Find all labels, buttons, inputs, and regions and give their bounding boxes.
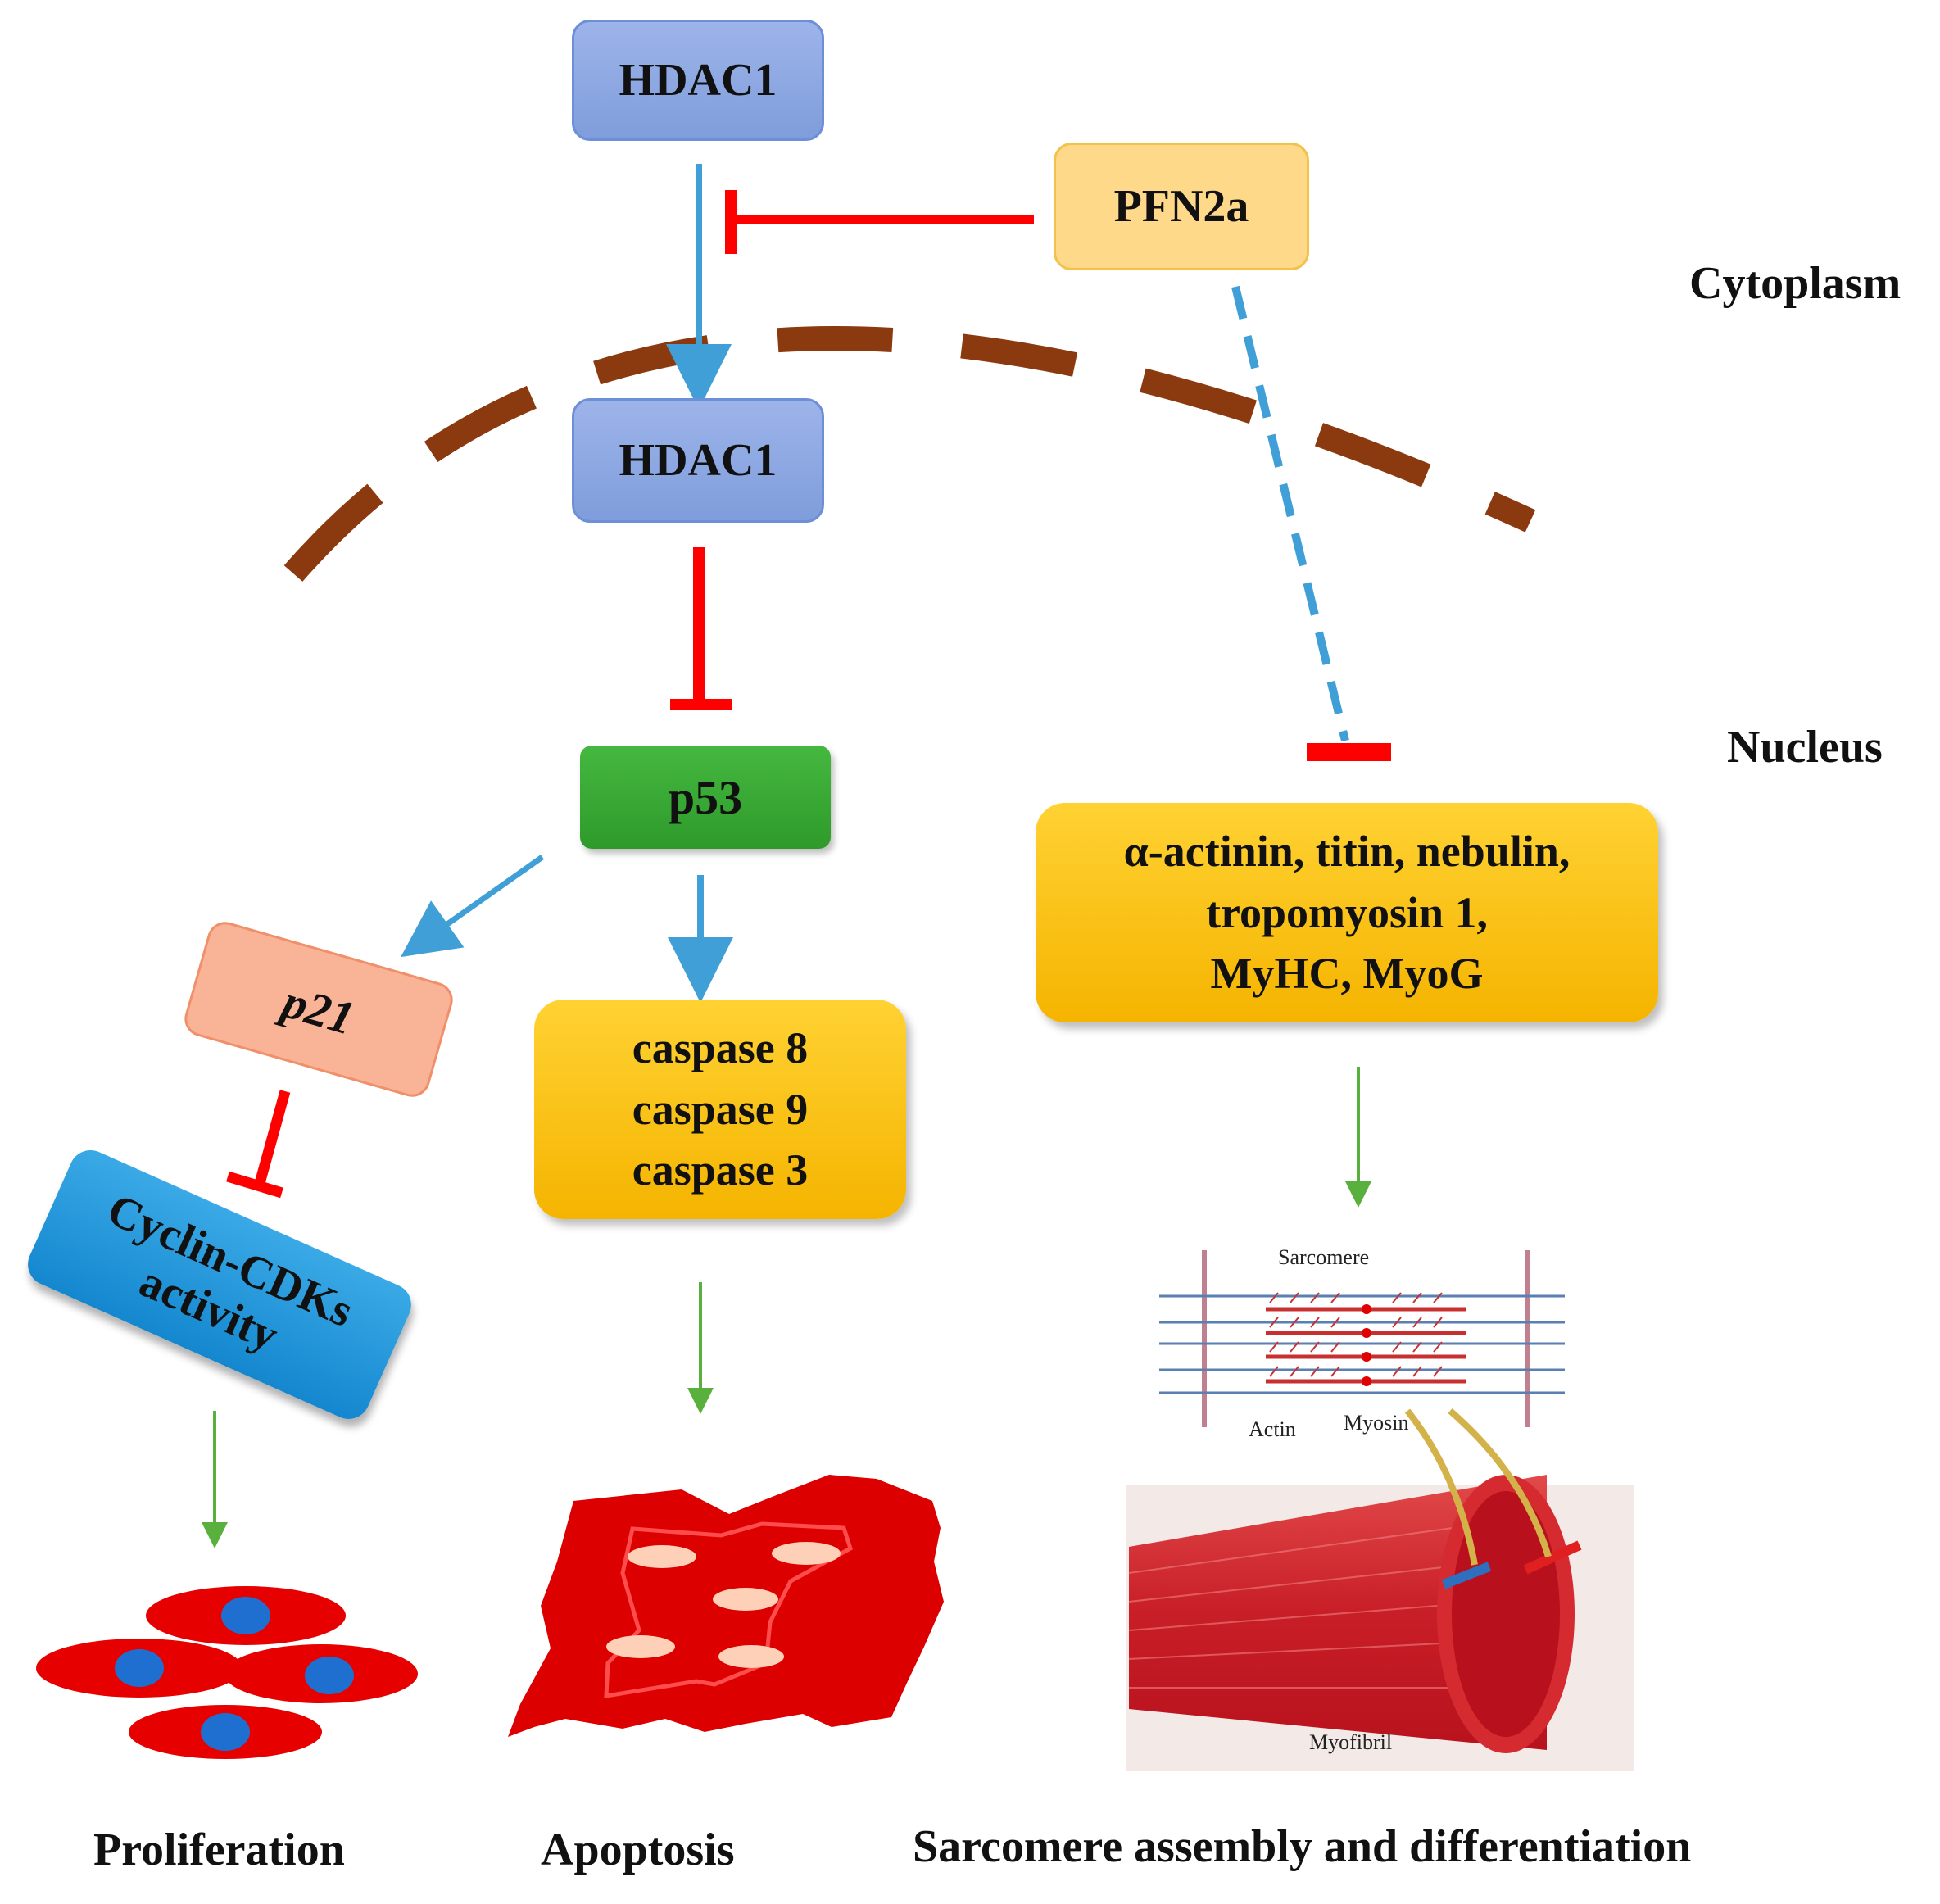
nuclear-membrane xyxy=(283,326,1536,582)
apoptosis-label: Apoptosis xyxy=(541,1825,735,1875)
pfn2a-label: PFN2a xyxy=(1113,181,1249,232)
myosin-caption: Myosin xyxy=(1344,1411,1409,1435)
sarcomere-assembly-label: Sarcomere assembly and differentiation xyxy=(913,1821,1692,1872)
p53-label: p53 xyxy=(668,770,743,824)
pfn2a-node: PFN2a xyxy=(1054,143,1309,270)
arrow-p53-p21 xyxy=(401,855,545,958)
sarcomere-schematic xyxy=(1159,1250,1565,1427)
caspases-node: caspase 8 caspase 9 caspase 3 xyxy=(534,1000,906,1219)
inhibit-p21-cdks xyxy=(226,1090,291,1199)
proliferating-cells-illustration xyxy=(36,1586,418,1759)
sarcomere-proteins-line2: tropomyosin 1, xyxy=(1205,887,1489,937)
hdac1-cytoplasm-node: HDAC1 xyxy=(572,20,824,141)
caspase-8-label: caspase 8 xyxy=(632,1023,809,1073)
proliferation-label: Proliferation xyxy=(93,1825,345,1875)
nucleus-label: Nucleus xyxy=(1727,722,1883,773)
myofibril-caption: Myofibril xyxy=(1309,1730,1393,1754)
inhibit-pfn2a-sarcomere-proteins xyxy=(1231,285,1391,761)
hdac1-nucleus-label: HDAC1 xyxy=(619,435,777,486)
inhibit-hdac1-p53 xyxy=(670,547,732,710)
hdac1-nucleus-node: HDAC1 xyxy=(572,398,824,523)
actin-caption: Actin xyxy=(1249,1417,1296,1441)
p21-label: p21 xyxy=(277,973,360,1045)
sarcomere-caption: Sarcomere xyxy=(1278,1245,1370,1269)
sarcomere-proteins-line1: α-actinin, titin, nebulin, xyxy=(1123,827,1571,877)
inhibit-pfn2a-hdac1 xyxy=(725,190,1034,254)
cytoplasm-label: Cytoplasm xyxy=(1689,258,1901,309)
sarcomere-proteins-line3: MyHC, MyoG xyxy=(1210,949,1484,999)
hdac1-cytoplasm-label: HDAC1 xyxy=(619,55,777,106)
p53-node: p53 xyxy=(580,746,831,849)
caspase-3-label: caspase 3 xyxy=(632,1145,809,1195)
myofibril-illustration xyxy=(1126,1408,1634,1771)
apoptotic-cell-illustration xyxy=(508,1475,944,1737)
caspase-9-label: caspase 9 xyxy=(632,1084,809,1134)
sarcomere-proteins-node: α-actinin, titin, nebulin, tropomyosin 1… xyxy=(1036,803,1658,1022)
